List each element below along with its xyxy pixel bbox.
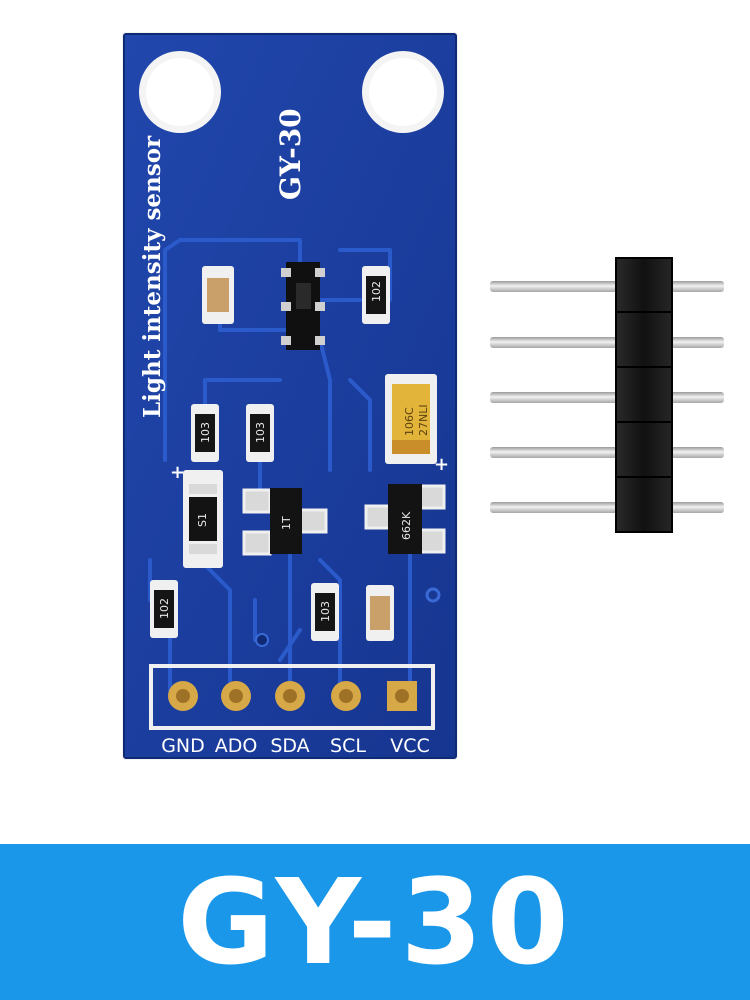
svg-text:27NLI: 27NLI — [417, 404, 430, 436]
tantalum-capacitor: 106C 27NLI — [385, 374, 437, 464]
resistor-r3: 103 — [246, 404, 274, 462]
title-banner: GY-30 — [0, 844, 750, 1000]
svg-text:102: 102 — [370, 281, 383, 302]
mosfet-ic-right: 662K — [364, 484, 446, 554]
svg-text:102: 102 — [158, 598, 171, 619]
pin-header — [490, 257, 724, 533]
svg-text:103: 103 — [199, 422, 212, 443]
pin-label-ado: ADO — [215, 735, 258, 757]
resistor-r4: 102 — [150, 580, 178, 638]
svg-text:662K: 662K — [400, 511, 413, 540]
mounting-hole-right — [362, 51, 444, 133]
polarity-mark: + — [434, 454, 449, 475]
banner-title: GY-30 — [177, 853, 573, 991]
svg-text:103: 103 — [319, 601, 332, 622]
pin-label-scl: SCL — [330, 735, 366, 757]
model-label: GY-30 — [274, 108, 307, 200]
header-pins — [490, 281, 724, 513]
light-sensor-ic — [281, 262, 325, 350]
pad-scl — [331, 681, 361, 711]
svg-text:106C: 106C — [403, 407, 416, 436]
pad-gnd — [168, 681, 198, 711]
pad-vcc — [387, 681, 417, 711]
smd-capacitor — [202, 266, 234, 324]
svg-text:S1: S1 — [196, 513, 209, 527]
via — [255, 633, 269, 647]
via — [425, 587, 441, 603]
svg-text:103: 103 — [254, 422, 267, 443]
pcb-board: GY-30 Light intensity sensor 102 — [122, 32, 458, 760]
regulator-ic-center: 1T — [242, 488, 328, 556]
pin-label-sda: SDA — [270, 735, 309, 757]
smd-capacitor — [366, 585, 394, 641]
mounting-hole-left — [139, 51, 221, 133]
sensor-label: Light intensity sensor — [139, 135, 166, 418]
resistor-r5: 103 — [311, 583, 339, 641]
resistor-r2: 103 — [191, 404, 219, 462]
svg-text:1T: 1T — [280, 516, 293, 530]
pin-pad-area — [149, 664, 435, 730]
pin-label-gnd: GND — [161, 735, 205, 757]
polarity-mark: + — [170, 462, 185, 483]
pad-sda — [275, 681, 305, 711]
pad-ado — [221, 681, 251, 711]
header-plastic-block — [615, 257, 673, 533]
resistor-r1: 102 — [362, 266, 390, 324]
pin-label-vcc: VCC — [390, 735, 430, 757]
regulator-ic-left: S1 — [183, 470, 223, 568]
